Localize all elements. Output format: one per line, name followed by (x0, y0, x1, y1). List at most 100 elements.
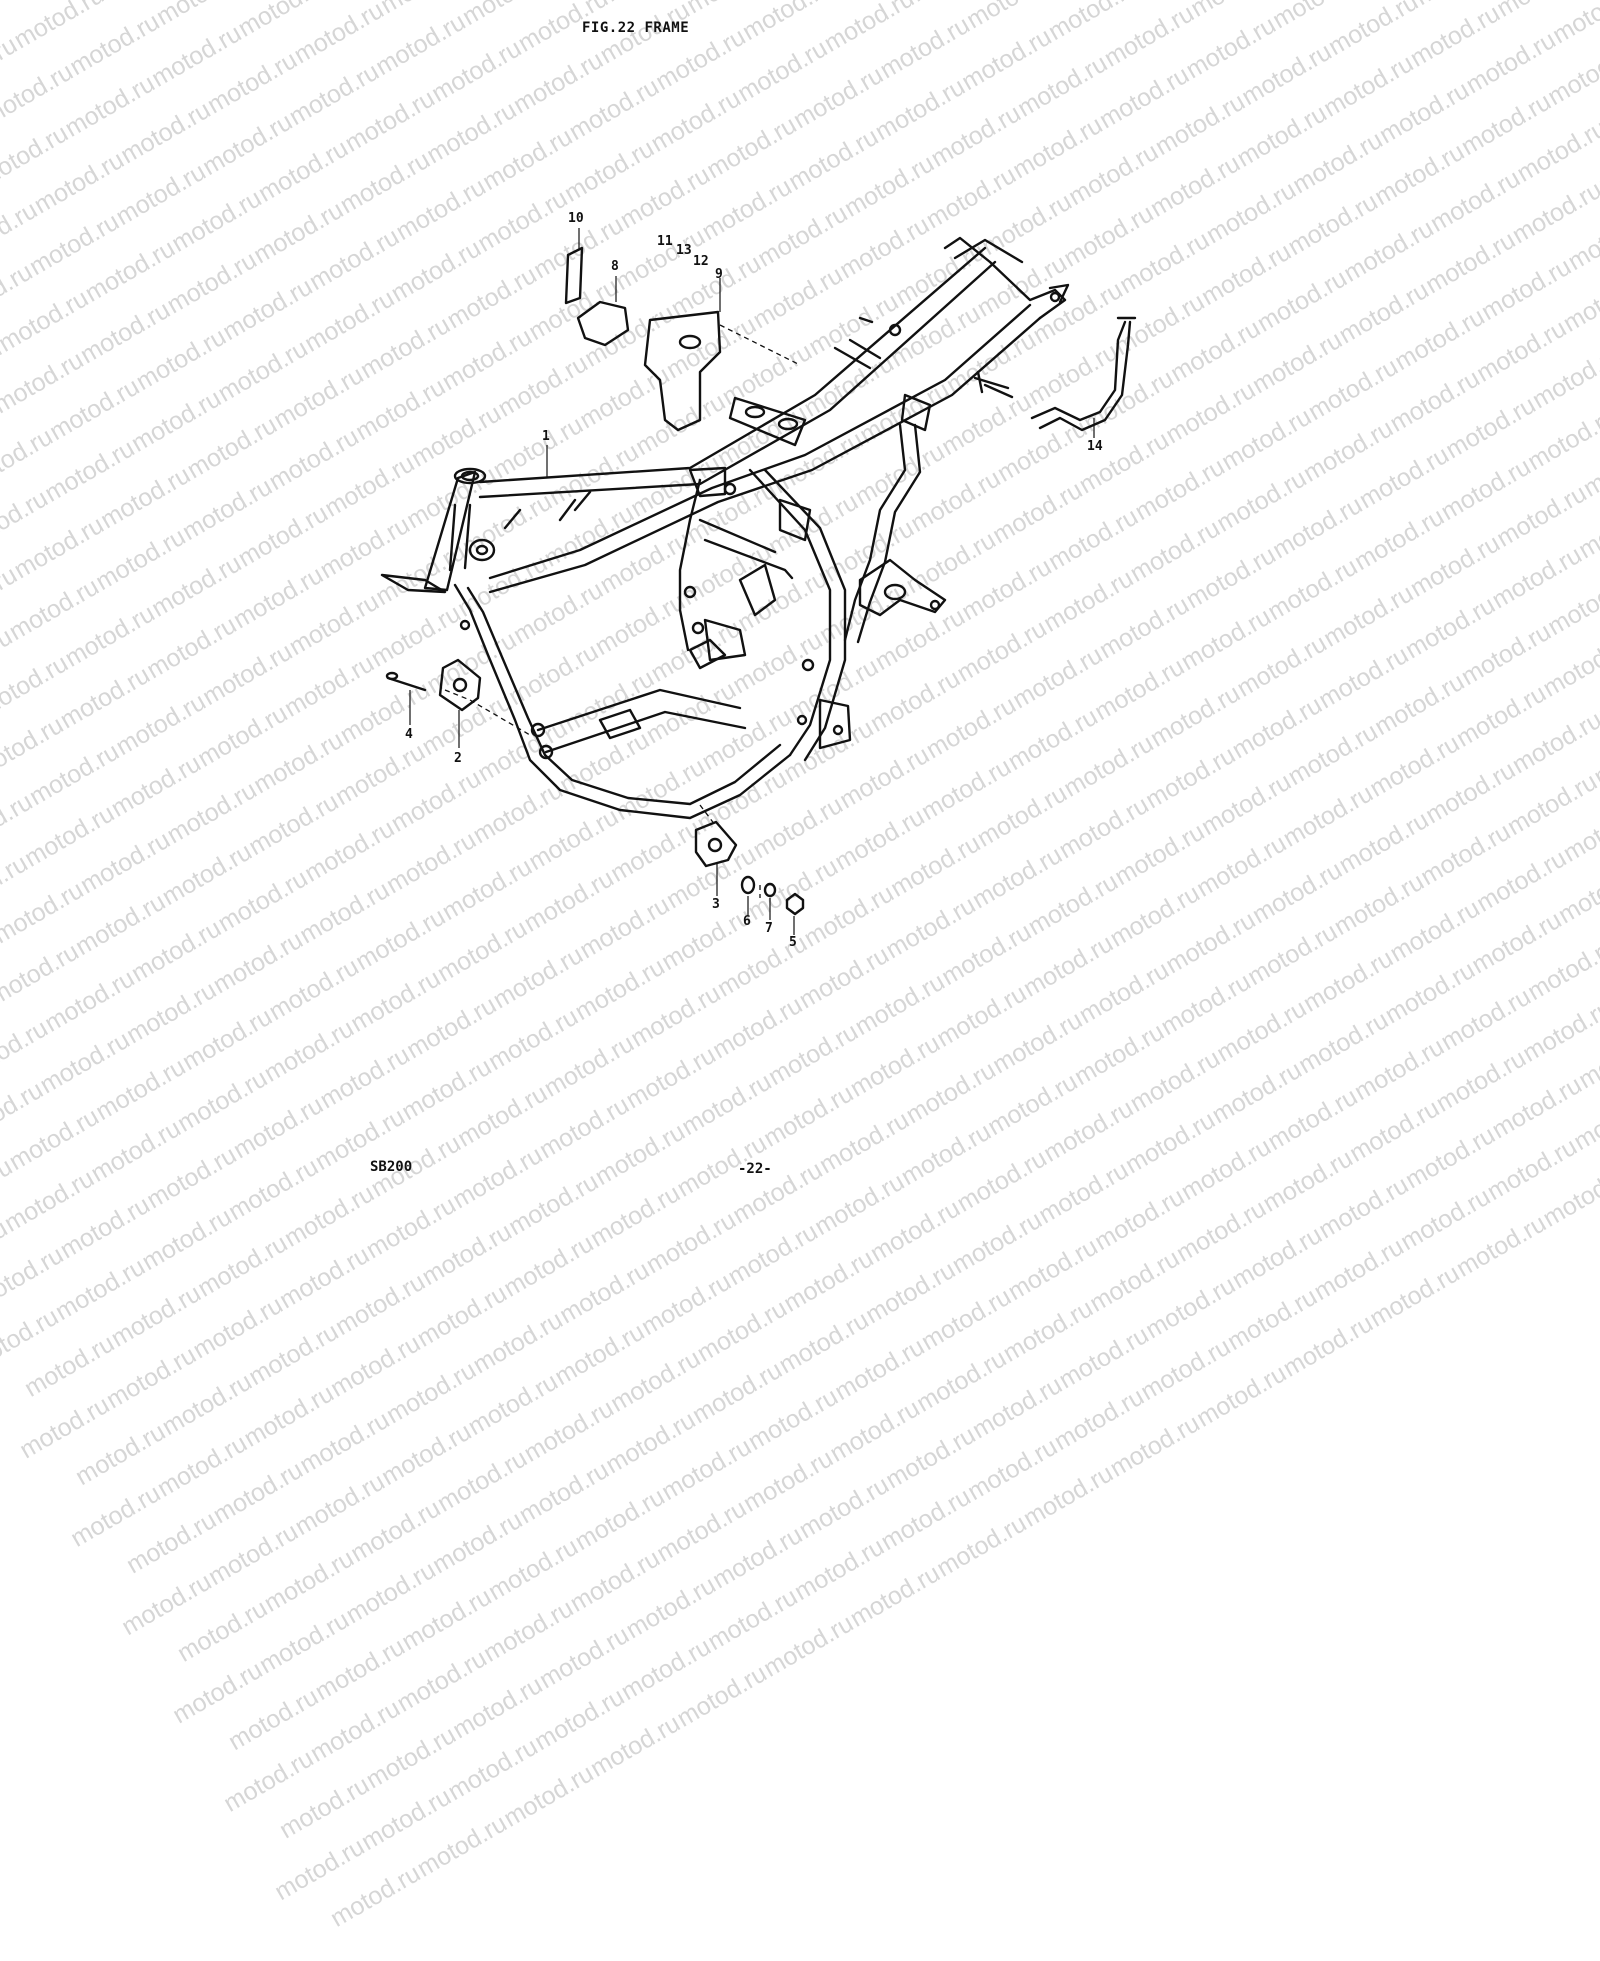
watermark-text: motod.ru (432, 1444, 532, 1518)
watermark-text: motod.ru (774, 1305, 874, 1380)
watermark-text: motod.ru (1309, 1232, 1409, 1307)
watermark-text: motod.ru (1140, 1270, 1241, 1345)
watermark-text: motod.ru (687, 1355, 787, 1430)
watermark-text: motod.ru (218, 1744, 319, 1818)
watermark-text: motod.ru (274, 1240, 375, 1315)
watermark-text: motod.ru (243, 1317, 344, 1392)
watermark-text: motod.ru (1054, 1320, 1154, 1395)
watermark-text: motod.ru (605, 1344, 706, 1418)
watermark-text: motod.ru (636, 1267, 736, 1342)
watermark-text: motod.ru (417, 1217, 517, 1292)
watermark-text: motod.ru (106, 1279, 206, 1353)
watermark-text: motod.ru (447, 1670, 548, 1745)
watermark-text: motod.ru (14, 1390, 115, 1465)
model-code: SB200 (370, 1159, 413, 1175)
watermark-text: motod.ru (585, 1709, 685, 1783)
watermark-text: motod.ru (172, 1594, 273, 1668)
watermark-text: motod.ru (600, 1405, 701, 1480)
washer-part-7 (763, 882, 777, 898)
watermark-text: motod.ru (723, 1217, 823, 1292)
rear-section (678, 323, 1010, 762)
watermark-text: motod.ru (829, 1332, 930, 1407)
watermark-text: motod.ru (947, 1205, 1047, 1280)
watermark-text: motod.ru (758, 1609, 859, 1683)
frame-exploded-diagram: 1 2 3 4 5 6 7 8 9 10 11 12 13 14 (380, 211, 1137, 950)
page-number: -22- (738, 1161, 772, 1177)
watermark-text: motod.ru (463, 1367, 563, 1442)
watermark-text: motod.ru (1105, 1409, 1205, 1483)
watermark-text: motod.ru (0, 1302, 64, 1377)
watermark-text: motod.ru (294, 1405, 395, 1480)
watermark-text: motod.ru (376, 1417, 477, 1492)
steering-head (380, 467, 487, 594)
callout-labels: 1 2 3 4 5 6 7 8 9 10 11 12 13 14 (405, 211, 1103, 950)
watermark-text: motod.ru (137, 1202, 237, 1277)
watermark-text: motod.ru (157, 1367, 257, 1442)
watermark-text: motod.ru (274, 1770, 375, 1845)
watermark-text: motod.ru (310, 1632, 410, 1707)
watermark-text: motod.ru (1191, 1359, 1292, 1433)
watermark-text: motod.ru (468, 1305, 568, 1380)
watermark-text: motod.ru (911, 1344, 1012, 1418)
watermark-text: motod.ru (519, 1394, 619, 1468)
watermark-text: motod.ru (738, 1444, 838, 1518)
watermark-text: motod.ru (656, 1432, 757, 1507)
watermark-text: motod.ru (381, 1355, 481, 1430)
watermark-text: motod.ru (1135, 1332, 1236, 1407)
watermark-text: motod.ru (223, 1682, 324, 1757)
watermark-text: motod.ru (616, 1632, 716, 1707)
plate-part-9 (643, 310, 722, 432)
watermark-text: motod.ru (341, 1555, 441, 1630)
watermark-text: motod.ru (412, 1809, 512, 1883)
loose-parts (385, 246, 1137, 916)
bracket-part-10 (564, 246, 584, 305)
watermark-text: motod.ru (860, 1255, 961, 1330)
watermark-text: motod.ru (1049, 1382, 1149, 1457)
callout-1: 1 (542, 429, 550, 444)
figure-title: FIG.22 FRAME (582, 20, 690, 36)
watermark-text: motod.ru (651, 1494, 752, 1568)
watermark-text: motod.ru (269, 1832, 370, 1907)
bolt-part-4 (386, 676, 427, 692)
watermark-text: motod.ru (789, 1532, 889, 1607)
callout-9: 9 (715, 267, 723, 282)
callout-14: 14 (1087, 439, 1103, 454)
watermark-text: motod.ru (50, 1252, 150, 1327)
watermark-text: motod.ru (743, 1382, 843, 1457)
cushion-part-8 (576, 300, 630, 347)
watermark-text: motod.ru (121, 1505, 222, 1580)
callout-stems (409, 228, 1095, 935)
washer-part-6 (740, 875, 756, 895)
top-tubes (478, 236, 1070, 594)
watermark-text: motod.ru (962, 1432, 1063, 1507)
watermark-text: motod.ru (931, 1509, 1032, 1583)
watermark-text: motod.ru (392, 1644, 492, 1718)
bracket-part-2 (438, 658, 482, 712)
watermark-text: motod.ru (845, 1559, 945, 1633)
watermark-text: motod.ru (529, 1682, 630, 1757)
watermark-text: motod.ru (825, 1394, 925, 1468)
watermark-text: motod.ru (0, 1240, 69, 1315)
watermark-text: motod.ru (998, 1294, 1098, 1368)
watermark-text: motod.ru (325, 1859, 426, 1933)
frame-drawing (380, 236, 1137, 916)
watermark-text: motod.ru (702, 1582, 803, 1657)
callout-7: 7 (765, 921, 773, 936)
watermark-text: motod.ru (0, 1214, 13, 1288)
watermark-text: motod.ru (443, 1732, 543, 1807)
watermark-text: motod.ru (876, 1482, 976, 1557)
watermark-text: motod.ru (641, 1205, 741, 1280)
watermark-text: motod.ru (1278, 1309, 1378, 1383)
watermark-text: motod.ru (967, 1370, 1067, 1445)
front-cradle (448, 490, 792, 820)
callout-6: 6 (743, 914, 751, 929)
watermark-text: motod.ru (1222, 1282, 1322, 1357)
watermark-text: motod.ru (514, 1455, 614, 1530)
watermark-text: motod.ru (1451, 1209, 1551, 1283)
watermark-text: motod.ru (361, 1720, 461, 1795)
watermark-text: motod.ru (152, 1429, 252, 1503)
watermark-text: motod.ru (498, 1759, 599, 1833)
watermark-text: motod.ru (345, 1494, 446, 1568)
watermark-text: motod.ru (549, 1317, 650, 1392)
